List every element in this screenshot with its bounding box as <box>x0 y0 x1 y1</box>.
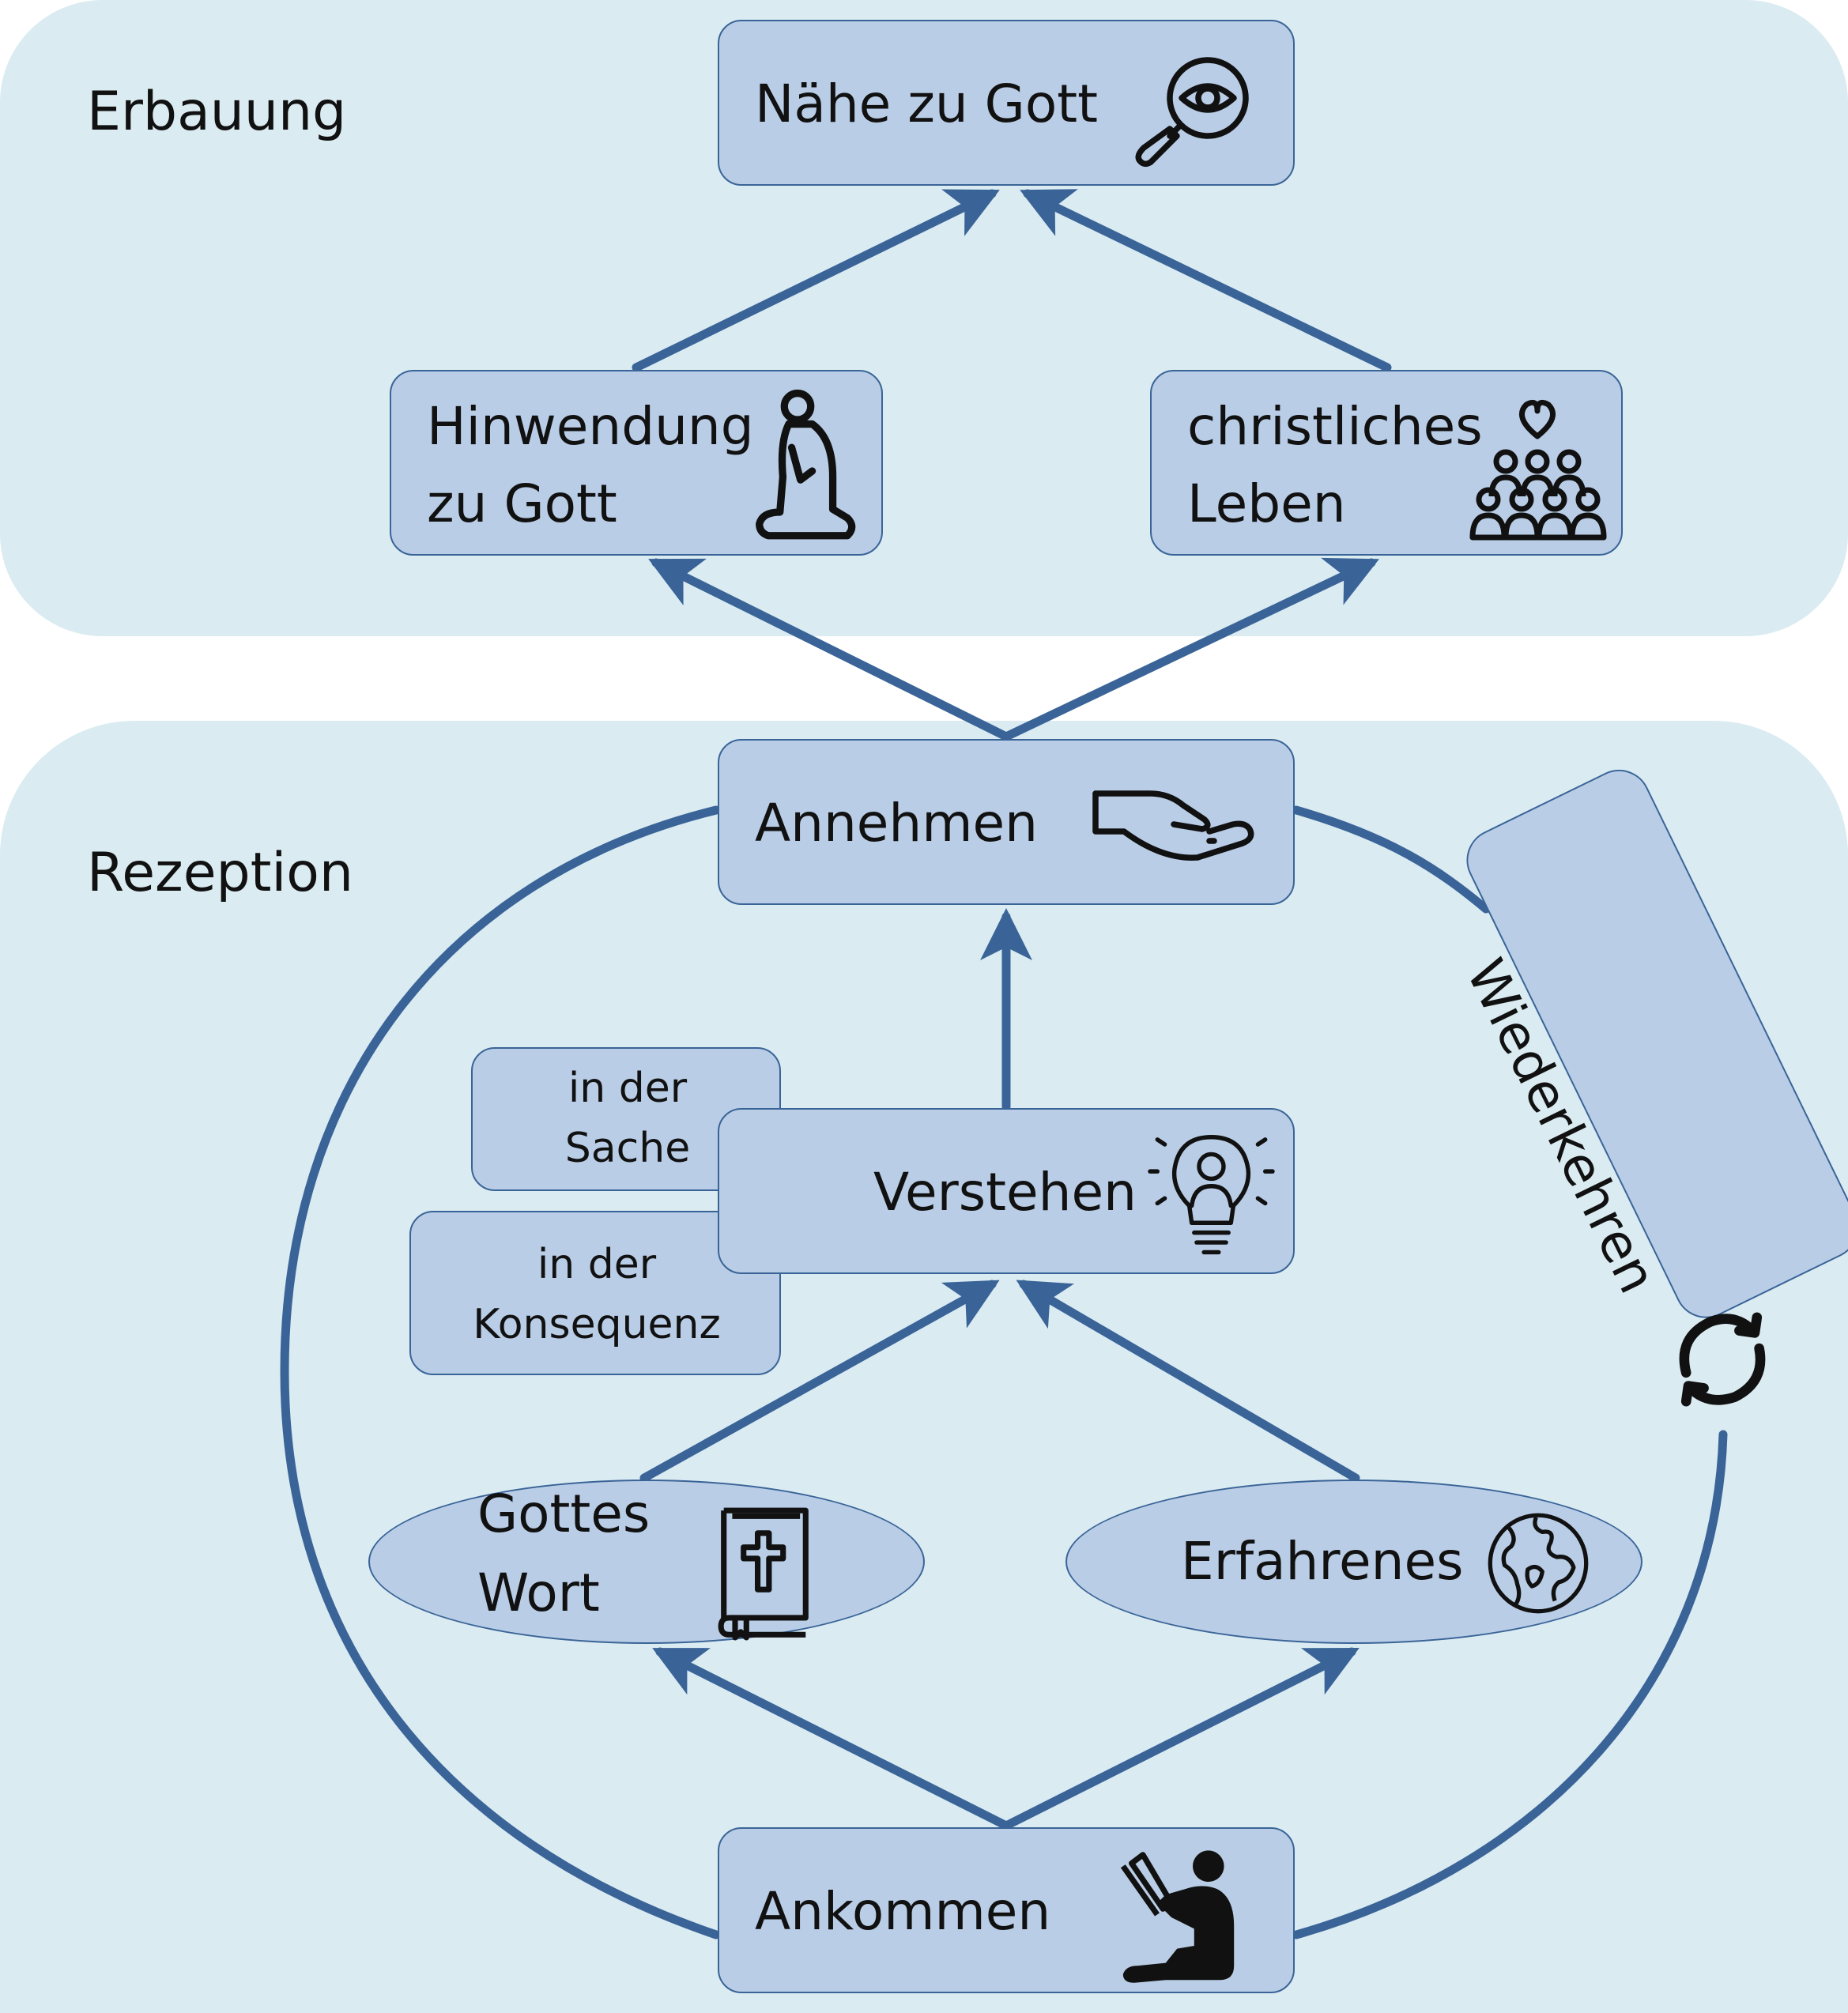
naehe-label: Nähe zu Gott <box>755 74 1098 134</box>
node-annehmen: Annehmen <box>718 739 1295 905</box>
node-christliches-leben: christliches Leben <box>1150 370 1623 556</box>
arrow-annehmen-hinwendung <box>648 558 1011 741</box>
globe-icon <box>1486 1511 1590 1615</box>
arrow-ankommen-erfahrenes <box>1001 1647 1360 1830</box>
christlich-line1: christliches <box>1187 396 1483 457</box>
ankommen-label: Ankommen <box>755 1881 1051 1942</box>
cycle-arc-left <box>280 805 721 1939</box>
reading-person-icon <box>1114 1846 1257 1988</box>
node-hinwendung-zu-gott: Hinwendung zu Gott <box>390 370 883 556</box>
erfahrenes-label: Erfahrenes <box>1181 1531 1464 1592</box>
konsequenz-line1: in der <box>537 1241 657 1288</box>
hinwendung-line1: Hinwendung <box>427 396 754 457</box>
node-ankommen: Ankommen <box>718 1827 1295 1993</box>
arrow-annehmen-christlich <box>1001 557 1379 741</box>
arrow-ankommen-gottes <box>652 1647 1011 1830</box>
arrow-gottes-verstehen <box>639 1280 1000 1483</box>
node-gottes-wort: Gottes Wort <box>368 1480 925 1644</box>
gottes-line1: Gottes <box>477 1483 651 1544</box>
hinwendung-line2: zu Gott <box>427 473 617 534</box>
verstehen-label: Verstehen <box>873 1162 1137 1223</box>
gottes-line2: Wort <box>477 1563 600 1623</box>
community-heart-icon <box>1466 395 1609 545</box>
open-hand-icon <box>1091 784 1257 867</box>
erbauung-label: Erbauung <box>87 81 347 143</box>
annehmen-label: Annehmen <box>755 793 1038 854</box>
magnifier-eye-icon <box>1134 53 1253 172</box>
refresh-cycle-icon <box>1666 1304 1777 1415</box>
sache-line2: Sache <box>564 1125 691 1172</box>
rezeption-label: Rezeption <box>87 842 353 904</box>
sache-line1: in der <box>568 1065 688 1112</box>
arrow-erfahrenes-verstehen <box>1016 1280 1360 1483</box>
node-in-der-konsequenz: in der Konsequenz <box>409 1211 781 1375</box>
lightbulb-person-icon <box>1148 1127 1275 1257</box>
arrow-christlich-naehe <box>1020 189 1392 372</box>
cycle-arc-right-top <box>1292 805 1491 914</box>
node-naehe-zu-gott: Nähe zu Gott <box>718 20 1295 186</box>
node-verstehen: Verstehen <box>718 1108 1295 1274</box>
node-erfahrenes: Erfahrenes <box>1065 1480 1642 1644</box>
cycle-arc-right-bottom <box>1292 1430 1728 1939</box>
christlich-line2: Leben <box>1187 473 1346 534</box>
arrow-hinwendung-naehe <box>632 189 1000 372</box>
bible-icon <box>715 1505 814 1641</box>
konsequenz-line2: Konsequenz <box>473 1301 721 1348</box>
kneeling-prayer-icon <box>756 389 859 543</box>
